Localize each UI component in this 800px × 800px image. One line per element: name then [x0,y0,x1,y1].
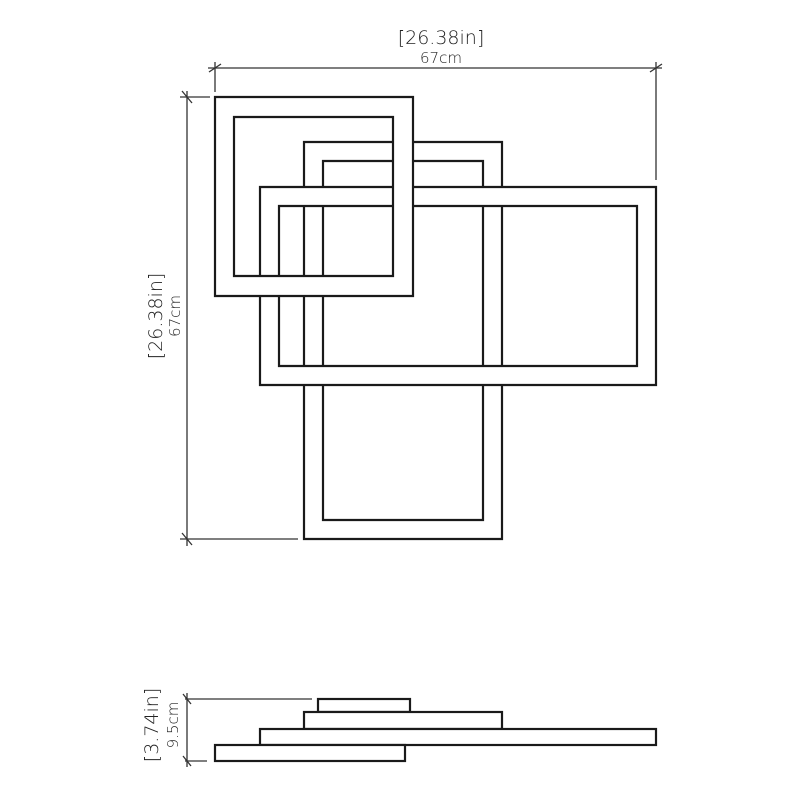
side-layer-4 [213,743,407,763]
width-dimension: [26.38in] 67cm [208,27,663,180]
side-layer-1 [316,697,412,714]
height-dimension: [26.38in] 67cm [145,90,298,546]
width-cm-label: 67cm [420,49,462,67]
height-inches-label: [26.38in] [145,273,167,360]
side-height-cm-label: 9.5cm [164,702,182,749]
side-view [213,697,658,763]
side-layer-3 [258,727,658,747]
tall-rectangle-frame [302,140,504,541]
side-height-dimension: [3.74in] 9.5cm [141,688,312,767]
top-view [213,95,658,541]
side-layer-2 [302,710,504,731]
wide-rectangle-frame [258,185,658,387]
height-cm-label: 67cm [166,295,184,337]
width-inches-label: [26.38in] [398,27,485,49]
side-height-inches-label: [3.74in] [141,688,163,762]
square-frame [213,95,415,298]
